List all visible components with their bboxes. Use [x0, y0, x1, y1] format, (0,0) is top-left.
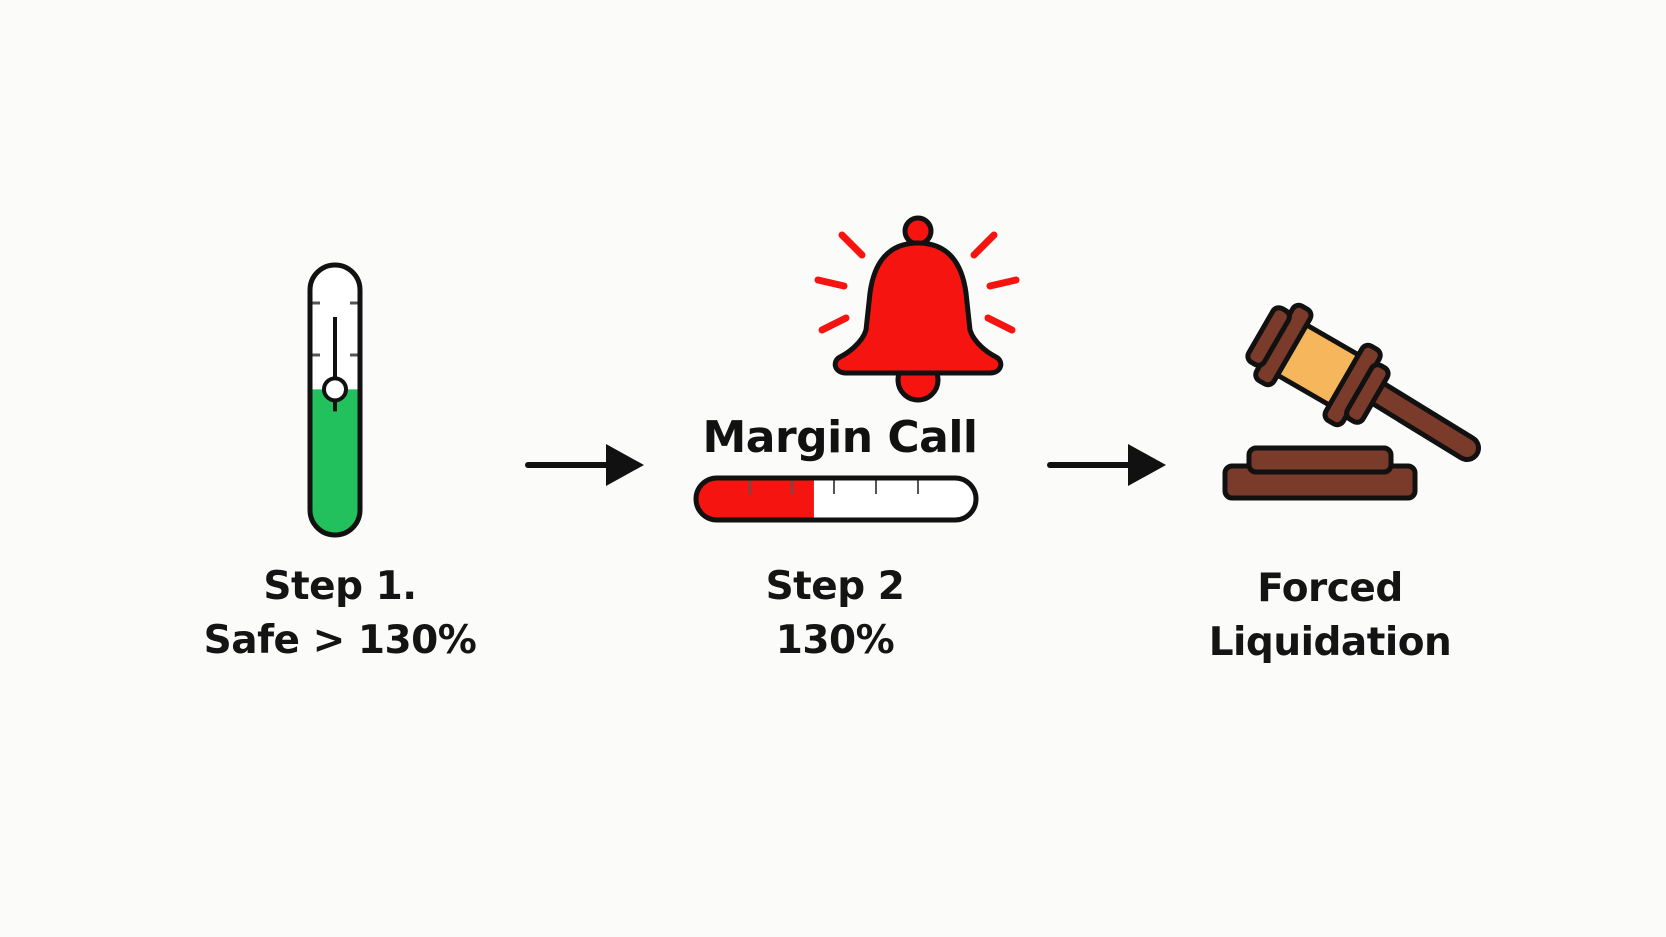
alarm-ray — [984, 314, 1016, 334]
safe-level-fill — [312, 389, 358, 533]
step-2-caption: Step 2 130% — [715, 560, 955, 668]
step-2-title: Step 2 — [765, 564, 905, 609]
alarm-ray — [818, 314, 850, 334]
alarm-ray — [838, 231, 866, 259]
arrow-right-icon — [1047, 444, 1166, 486]
step-3-title: Forced — [1257, 566, 1403, 611]
thermometer-gauge-icon — [307, 262, 363, 538]
margin-call-label: Margin Call — [702, 412, 978, 463]
step-1-caption: Step 1. Safe > 130% — [190, 560, 490, 668]
step-2-threshold: 130% — [775, 618, 895, 663]
margin-level-bar — [693, 475, 979, 523]
gavel-icon — [1222, 302, 1481, 501]
alarm-ray — [970, 231, 998, 259]
step-1-title: Step 1. — [263, 564, 417, 609]
alarm-ray — [986, 276, 1020, 290]
margin-level-fill — [698, 480, 814, 518]
alarm-ray — [814, 276, 848, 290]
step-3-subtitle: Liquidation — [1208, 620, 1452, 665]
step-3-caption: Forced Liquidation — [1170, 562, 1490, 670]
bell-icon — [814, 215, 1020, 403]
step-1-threshold: Safe > 130% — [203, 618, 477, 663]
arrow-right-icon — [525, 444, 644, 486]
gauge-marker — [322, 376, 348, 403]
